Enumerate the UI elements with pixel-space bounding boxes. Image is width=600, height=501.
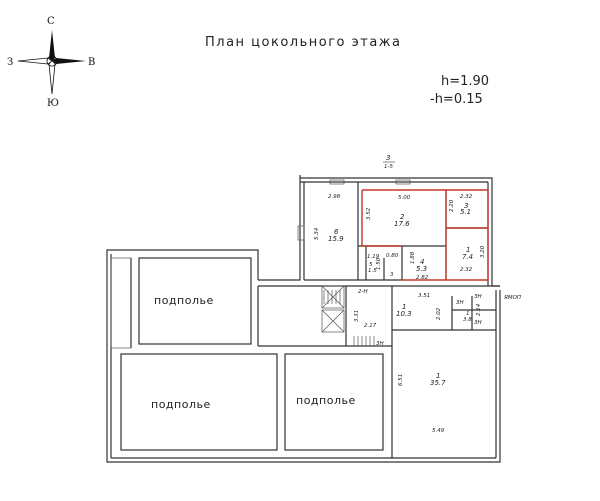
room-area: 35.7 (430, 379, 446, 387)
room-num: 6 (334, 228, 339, 236)
room-labels: 6 15.9 2 17.6 3 5.1 1 7.4 4 5.3 5 1.5 1 … (328, 202, 473, 387)
height-offset: -h=0.15 (430, 92, 483, 107)
room-area: 3.8 (463, 317, 472, 323)
dim: 2.32 (460, 194, 473, 200)
room-label-3: 3 (390, 272, 394, 278)
room-num: 1 (466, 311, 470, 317)
dim: 1.19 (367, 254, 380, 260)
room-num: 5 (369, 262, 373, 268)
sh-label-3: ЗН (376, 341, 384, 347)
dim: 2.20 (449, 199, 455, 212)
room-area: 15.9 (328, 235, 344, 243)
dim: 2.32 (460, 267, 473, 273)
room-num: 4 (420, 258, 424, 266)
dim: 5.00 (398, 195, 411, 201)
dim: 5.34 (314, 227, 320, 240)
dim: 1.50 (376, 257, 382, 270)
room-area: 1.5 (368, 268, 377, 274)
sh-label-2: ЗН (474, 320, 482, 326)
dim: 2.98 (328, 194, 341, 200)
section-mark-bottom: 1-5 (384, 164, 393, 170)
dimensions: 2.98 5.00 2.32 2.20 3.52 5.34 3.20 1.88 … (314, 194, 486, 434)
dim: 5.49 (432, 428, 445, 434)
room-label-2-1: 2-Н (358, 289, 368, 295)
crawl-space-label-2: подполье (151, 398, 211, 411)
crawl-spaces (110, 257, 384, 451)
room-area: 17.6 (394, 220, 410, 228)
dim: 1.88 (410, 251, 416, 264)
crawl-space-label-3: подполье (296, 394, 356, 407)
room-num: 1 (436, 372, 440, 380)
crawl-space-label-1: подполье (154, 294, 214, 307)
section-mark-top: 3 (386, 154, 390, 162)
dim: 6.51 (398, 374, 404, 386)
room-area: 5.1 (460, 208, 471, 216)
room-num: 1 (466, 246, 470, 254)
compass-west: З (7, 57, 13, 68)
room-area: 5.3 (416, 265, 427, 273)
height-main: h=1.90 (441, 74, 489, 89)
compass-rose: С Ю З В (7, 16, 95, 109)
dim: 3.31 (354, 310, 360, 322)
imop-label: ЯМОП (503, 295, 521, 301)
sh-label-4: ЗН (456, 300, 464, 306)
middle-rooms (258, 285, 500, 458)
compass-east: В (88, 57, 95, 68)
room-num: 2 (400, 213, 405, 221)
sh-label-1: ЗН (474, 294, 482, 300)
dim: 2.82 (416, 275, 429, 281)
dim: 2.17 (364, 323, 377, 329)
dim: 2.02 (436, 307, 442, 320)
room-area: 10.3 (396, 310, 412, 318)
room-num: 1 (402, 303, 406, 311)
room-area: 7.4 (462, 253, 473, 261)
dim: 2.14 (476, 303, 482, 316)
compass-north: С (47, 16, 55, 27)
dim: 0.80 (386, 253, 399, 259)
dim: 3.51 (418, 293, 430, 299)
plan-title: План цокольного этажа (205, 35, 401, 50)
dim: 3.52 (366, 207, 372, 220)
dim: 3.20 (480, 245, 486, 258)
highlighted-area (361, 189, 489, 281)
room-num: 3 (464, 202, 468, 210)
compass-south: Ю (47, 98, 59, 109)
